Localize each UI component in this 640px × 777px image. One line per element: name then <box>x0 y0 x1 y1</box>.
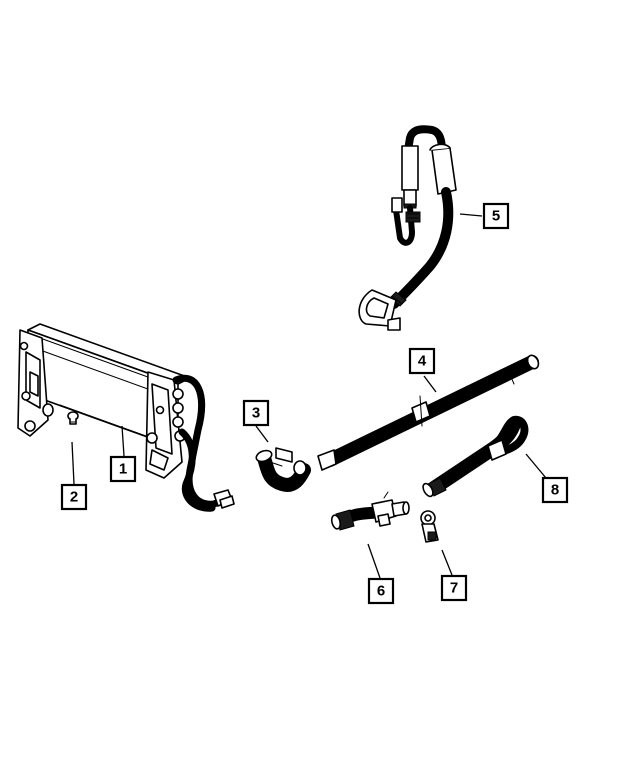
callout-3-label: 3 <box>252 405 260 422</box>
callout-6[interactable]: 6 <box>367 577 395 605</box>
callout-5-label: 5 <box>492 208 500 225</box>
leader-5 <box>459 213 483 217</box>
part-4-cooler-tube <box>317 354 540 471</box>
leader-7 <box>441 549 453 576</box>
callout-2[interactable]: 2 <box>60 483 88 511</box>
callout-4[interactable]: 4 <box>408 347 436 375</box>
part-3-elbow-hose <box>255 447 311 492</box>
part-2-fastener <box>67 411 79 425</box>
part-5-hose-assembly <box>358 125 457 331</box>
part-7-clamp <box>420 510 439 543</box>
leader-2 <box>71 441 75 485</box>
leader-1 <box>121 425 125 457</box>
callout-1-label: 1 <box>119 461 127 478</box>
leader-3 <box>255 425 269 443</box>
callout-7-label: 7 <box>450 580 458 597</box>
leader-6 <box>367 543 381 579</box>
leader-4 <box>423 375 437 393</box>
callout-5[interactable]: 5 <box>482 202 510 230</box>
callout-4-label: 4 <box>418 353 427 370</box>
leader-8 <box>525 453 547 479</box>
part-8-curved-hose <box>422 415 529 498</box>
callout-6-label: 6 <box>377 583 385 600</box>
callout-8-label: 8 <box>551 482 559 499</box>
callout-1[interactable]: 1 <box>109 455 137 483</box>
part-6-connector-hose <box>330 491 410 531</box>
callout-7[interactable]: 7 <box>440 574 468 602</box>
leader-lines <box>71 213 547 579</box>
callout-8[interactable]: 8 <box>541 476 569 504</box>
callout-3[interactable]: 3 <box>242 399 270 427</box>
callout-2-label: 2 <box>70 489 78 506</box>
part-1-oil-cooler <box>17 323 235 512</box>
